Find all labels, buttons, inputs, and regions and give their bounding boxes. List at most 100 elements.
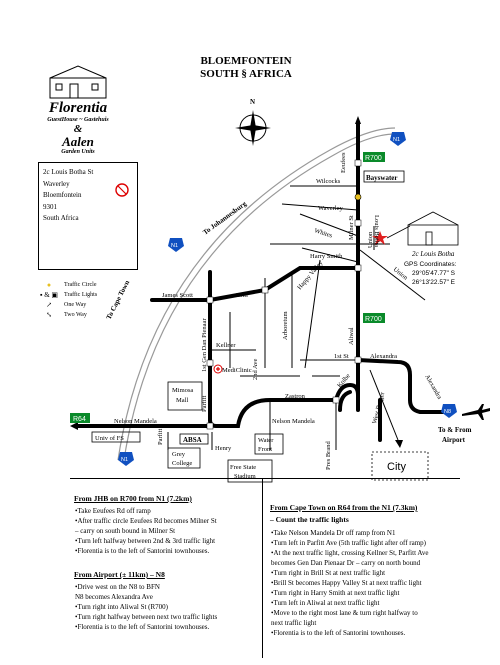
west-burger-label: West Burger — [371, 391, 386, 425]
cape-step: becomes Gen Dan Pienaar Dr – carry on no… — [271, 559, 421, 567]
house-icon — [407, 211, 459, 246]
logo-garden: Garden Units — [61, 149, 95, 155]
logo: Florentia GuestHouse ~ Gastehuis & Aalen… — [38, 70, 118, 156]
cape-title: From Cape Town on R64 from the N1 (7.3km… — [270, 503, 418, 512]
airplane-icon — [462, 404, 490, 420]
n1-left-shield: N1 — [168, 238, 184, 252]
one-way-arrow-icon: ↗ — [46, 301, 52, 309]
cape-step: •Brill St becomes Happy Valley St at nex… — [271, 579, 422, 587]
airport-step: •Turn right halfway between next two tra… — [75, 613, 218, 621]
aliwal-label: Aliwal — [348, 327, 355, 345]
alexandra-right-label: Alexandra — [423, 374, 443, 401]
gps-lon: 26°13'22.57" E — [412, 278, 456, 286]
cape-step: •At the next traffic light, crossing Kel… — [271, 549, 429, 557]
nelson-mid-label: Nelson Mandela — [272, 418, 315, 425]
jhb-step: •Take Eeufees Rd off ramp — [75, 507, 151, 515]
n1-bottom-shield: N1 — [118, 452, 134, 466]
directions-jhb: From JHB on R700 from N1 (7.2km) •Take E… — [74, 494, 259, 556]
thin-streets — [167, 185, 426, 450]
legend: ●Traffic Circle ▪ & ▣Traffic Lights ↗One… — [38, 280, 97, 320]
two-way-arrow-icon: ⤡ — [46, 311, 52, 319]
jhb-step: •After traffic circle Eeufees Rd becomes… — [75, 517, 217, 525]
svg-text:N8: N8 — [444, 409, 451, 415]
map-labels: Wilcocks Waverley Whites Eeufees Milner … — [95, 152, 472, 480]
n1-highway — [117, 127, 396, 461]
n8-shield: N8 — [441, 404, 457, 418]
mimosa-label: Mimosa — [172, 387, 193, 394]
second-ave-label: 2nd Ave — [252, 359, 259, 380]
no-smoking-icon — [115, 183, 129, 197]
cape-step: •Move to the right most lane & turn righ… — [271, 609, 418, 617]
jhb-step: – carry on south bound in Milner St — [75, 527, 176, 535]
r64-shield: R64 — [70, 413, 90, 423]
jhb-step: •Turn left halfway between 2nd & 3rd tra… — [75, 537, 216, 545]
directions-top-rule — [70, 478, 460, 479]
harry-smith-label: Harry Smith — [310, 253, 343, 260]
univ-label: Univ of FS — [95, 435, 124, 442]
address-line: South Africa — [43, 214, 79, 222]
eeufees-label: Eeufees — [340, 152, 347, 173]
address-line: Bloemfontein — [43, 191, 82, 199]
milner-label: Milner St — [348, 215, 355, 240]
union-top-label: Union — [367, 231, 374, 248]
kellner-label: Kellner — [216, 342, 236, 349]
gen-dan-label: 1st Gen Dan Pienaar — [201, 318, 208, 372]
jhb-step: •Florentia is to the left of Santorini t… — [75, 547, 210, 555]
traffic-lights-legend-icon: ▪ & ▣ — [39, 291, 59, 299]
pres-brand-label: Pres Brand — [325, 441, 332, 470]
logo-aalen: Aalen — [62, 134, 94, 149]
destination-star-icon — [372, 231, 388, 245]
cape-step: •Turn left in Aliwal at next traffic lig… — [271, 599, 380, 607]
legend-circle-label: Traffic Circle — [64, 282, 97, 288]
gps-label: GPS Coordinates: — [404, 261, 457, 268]
absa-label: ABSA — [183, 436, 202, 444]
gps-lat: 29°05'47.77" S — [412, 269, 456, 277]
address-box: 2c Louis Botha St Waverley Bloemfontein … — [38, 162, 138, 270]
traffic-circle-legend-icon: ● — [46, 281, 52, 289]
svg-text:R64: R64 — [73, 416, 86, 423]
to-cape-town-label: To Cape Town — [105, 279, 132, 321]
parfitt-bottom-label: Parfitt — [157, 429, 164, 445]
alexandra-label: Alexandra — [370, 353, 397, 360]
n1-top-shield: N1 — [390, 132, 406, 146]
louis-botha-label: Louis Botha — [373, 215, 380, 247]
brill-label: Brill — [236, 292, 248, 299]
logo-sub: GuestHouse ~ Gastehuis — [47, 117, 109, 123]
svg-text:R700: R700 — [365, 155, 382, 162]
r700-top-shield: R700 — [363, 152, 385, 162]
hospital-icon — [213, 364, 223, 374]
grey-label: Grey — [172, 451, 186, 458]
to-from-label: To & From — [438, 426, 472, 434]
page-title: BLOEMFONTEIN SOUTH § AFRICA — [186, 55, 306, 81]
gps-place: 2c Louis Botha — [412, 250, 455, 258]
cape-step: •Florentia is to the left of Santorini t… — [271, 629, 406, 637]
bayswater-box: Bayswater — [363, 170, 405, 183]
compass-icon — [235, 110, 271, 146]
legend-lights-label: Traffic Lights — [64, 292, 98, 298]
henry-label: Henry — [215, 445, 232, 452]
cape-step: •Turn right in Harry Smith at next traff… — [271, 589, 400, 597]
cape-step: •Turn left in Parfitt Ave (5th traffic l… — [271, 539, 426, 547]
title-line2: SOUTH § AFRICA — [200, 68, 292, 80]
mediclinic-label: MediClinic — [222, 367, 252, 374]
traffic-circle-icon — [354, 193, 362, 201]
college-label: College — [172, 460, 192, 467]
free-state-label: Free State — [230, 464, 256, 471]
legend-lights: ▪ & ▣ Traffic Lights — [38, 290, 97, 300]
waverley-label: Waverley — [318, 205, 343, 212]
legend-twoway: ⤡Two Way — [38, 310, 97, 320]
legend-circle: ● Traffic Circle — [38, 280, 97, 290]
whites-label: Whites — [313, 227, 333, 239]
directions-divider — [262, 478, 263, 658]
cape-step: next traffic light — [271, 619, 317, 627]
wilcocks-label: Wilcocks — [316, 178, 341, 185]
svg-text:N1: N1 — [393, 137, 400, 143]
front-label: Front — [258, 446, 272, 453]
airport-step: •Drive west on the N8 to BFN — [75, 583, 160, 591]
r700-mid-shield: R700 — [363, 313, 385, 323]
logo-amp: & — [73, 123, 83, 135]
airport-title: From Airport (± 11km) – N8 — [74, 570, 165, 579]
union-right-label: Union — [392, 266, 410, 282]
svg-text:R700: R700 — [365, 316, 382, 323]
happy-valley-label: Happy Valley — [296, 259, 325, 291]
